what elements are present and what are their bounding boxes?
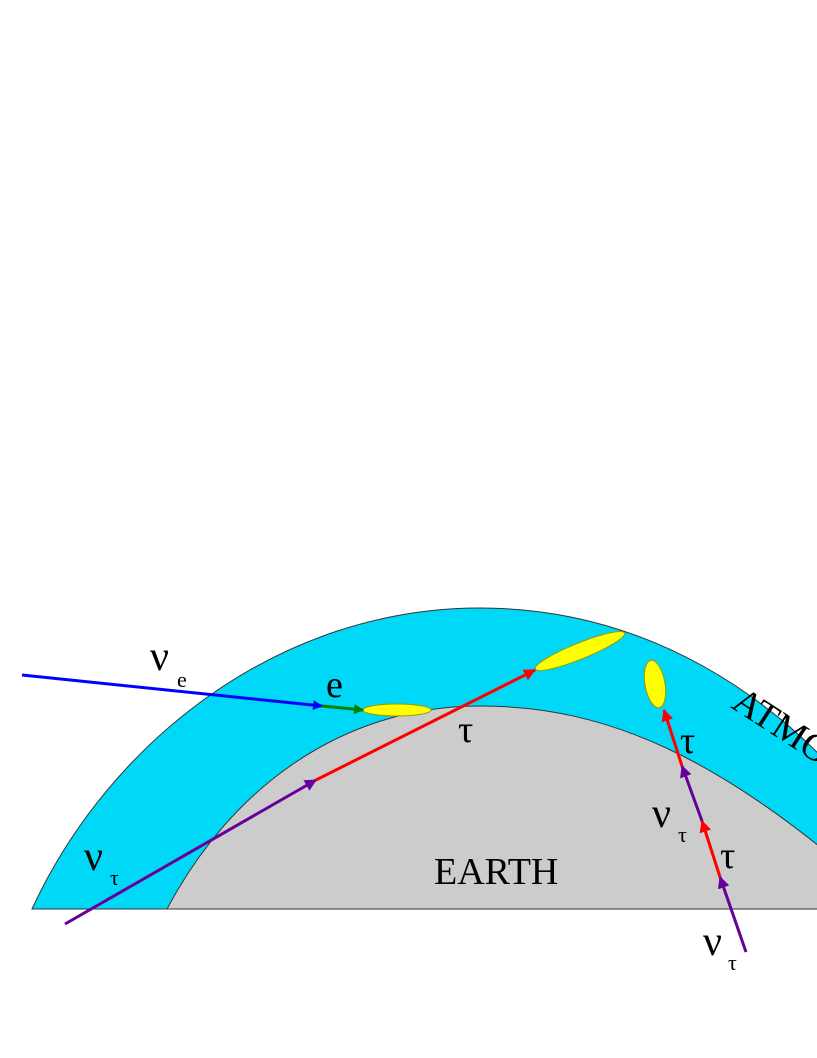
nu-e-symbol: ν [150,634,169,680]
nu-tau-track-bottom [717,876,748,953]
tau-track-grazing [315,668,536,782]
nu-tau-mid-symbol: ν [652,791,671,837]
nu-tau-mid-subscript: τ [678,822,687,847]
tau-track-upper [661,709,684,767]
tau-label-grazing: τ [458,709,473,751]
tau-track-lower [699,820,722,878]
nu-e-track [21,673,323,711]
electron-track [321,704,364,715]
electron-shower [362,703,432,717]
electron-label: e [326,664,343,706]
nu-e-subscript: e [177,667,187,692]
nu-tau-track-left [64,778,317,926]
tau-shower-upgoing [643,659,667,709]
nu-tau-left-subscript: τ [110,865,119,890]
earth-body [166,705,817,910]
nu-tau-left-symbol: ν [84,834,103,880]
earth-label: EARTH [434,851,558,893]
tau-shower-grazing [534,631,626,671]
nu-tau-bottom-subscript: τ [728,950,737,975]
nu-tau-track-middle [680,765,704,822]
nu-tau-bottom-symbol: ν [703,919,722,965]
tau-label-upper: τ [680,720,695,762]
tau-label-lower: τ [720,835,735,877]
